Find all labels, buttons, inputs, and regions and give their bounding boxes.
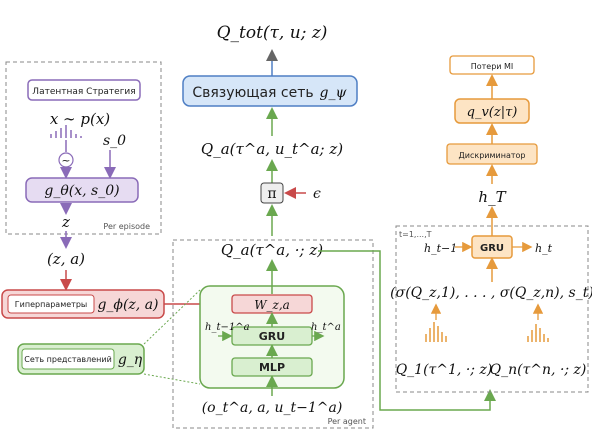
- qn-label: Q_n(τ^n, ·; z): [490, 362, 587, 378]
- right-gru-label: GRU: [480, 243, 504, 254]
- qtot-label: Q_tot(τ, u; z): [217, 23, 328, 43]
- right-h-t-label: h_t: [535, 242, 553, 255]
- pi-label: π: [267, 186, 276, 202]
- za-label: (z, a): [47, 250, 85, 268]
- per-agent-label: Per agent: [328, 417, 366, 426]
- repr-label: Сеть представлений: [24, 355, 112, 364]
- mixer-box: [182, 75, 358, 107]
- agent-gru-label: GRU: [259, 330, 285, 343]
- qa-joint-label: Q_a(τ^a, u_t^a; z): [201, 140, 343, 158]
- connector-qall-to-qn: [318, 250, 496, 411]
- hyper-label: Гиперпараметры: [15, 300, 87, 309]
- qa-all-label: Q_a(τ^a, ·; z): [221, 241, 323, 259]
- agent-input-label: (o_t^a, a, u_t−1^a): [202, 400, 343, 416]
- mixing-frame: [395, 225, 589, 393]
- mixer-label: Связующая сеть: [192, 85, 313, 101]
- g-phi-label: g_ϕ(z, a): [97, 297, 158, 313]
- connector-repr-bottom: [143, 373, 201, 385]
- tilde-label: ~: [61, 154, 70, 167]
- connector-repr-top: [143, 289, 201, 345]
- discriminator-label: Дискриминатор: [459, 151, 526, 160]
- q1-histogram-icon: [425, 322, 447, 342]
- q-v-label: q_v(z|τ): [467, 105, 518, 120]
- repr-label-box: [21, 348, 115, 370]
- s0-label: s_0: [103, 133, 126, 149]
- pi-box: [260, 182, 284, 204]
- mixer-symbol: g_ψ: [320, 85, 348, 101]
- x-sample-label: x ∼ p(x): [50, 110, 110, 128]
- mlp-label: MLP: [259, 361, 285, 374]
- z-label: z: [61, 213, 70, 231]
- q1-label: Q_1(τ^1, ·; z): [396, 362, 493, 378]
- g-theta-box: [25, 177, 139, 203]
- latent-strategy-box: [27, 79, 141, 101]
- g-theta-label: g_θ(x, s_0): [44, 183, 119, 199]
- right-h-prev-label: h_t−1: [424, 242, 457, 255]
- qn-histogram-icon: [527, 324, 549, 342]
- agent-h-prev-label: h_t−1^a: [205, 322, 250, 333]
- per-episode-label: Per episode: [103, 222, 150, 231]
- agent-h-t-label: h_t^a: [311, 322, 341, 333]
- hyper-label-box: [7, 294, 95, 314]
- latent-strategy-label: Латентная Стратегия: [32, 87, 135, 97]
- epsilon-label: ϵ: [313, 186, 321, 202]
- w-za-label: W_z,a: [254, 298, 290, 312]
- g-eta-label: g_η: [118, 352, 143, 368]
- t-range-label: t=1,...,T: [399, 230, 432, 239]
- per-episode-frame: [5, 61, 162, 235]
- sigma-seq-label: (σ(Q_z,1), . . . , σ(Q_z,n), s_t): [390, 285, 592, 301]
- h-T-label: h_T: [478, 188, 506, 206]
- mi-loss-label: Потери MI: [471, 62, 514, 71]
- prior-histogram-icon: [50, 125, 82, 138]
- per-agent-frame: [172, 239, 374, 429]
